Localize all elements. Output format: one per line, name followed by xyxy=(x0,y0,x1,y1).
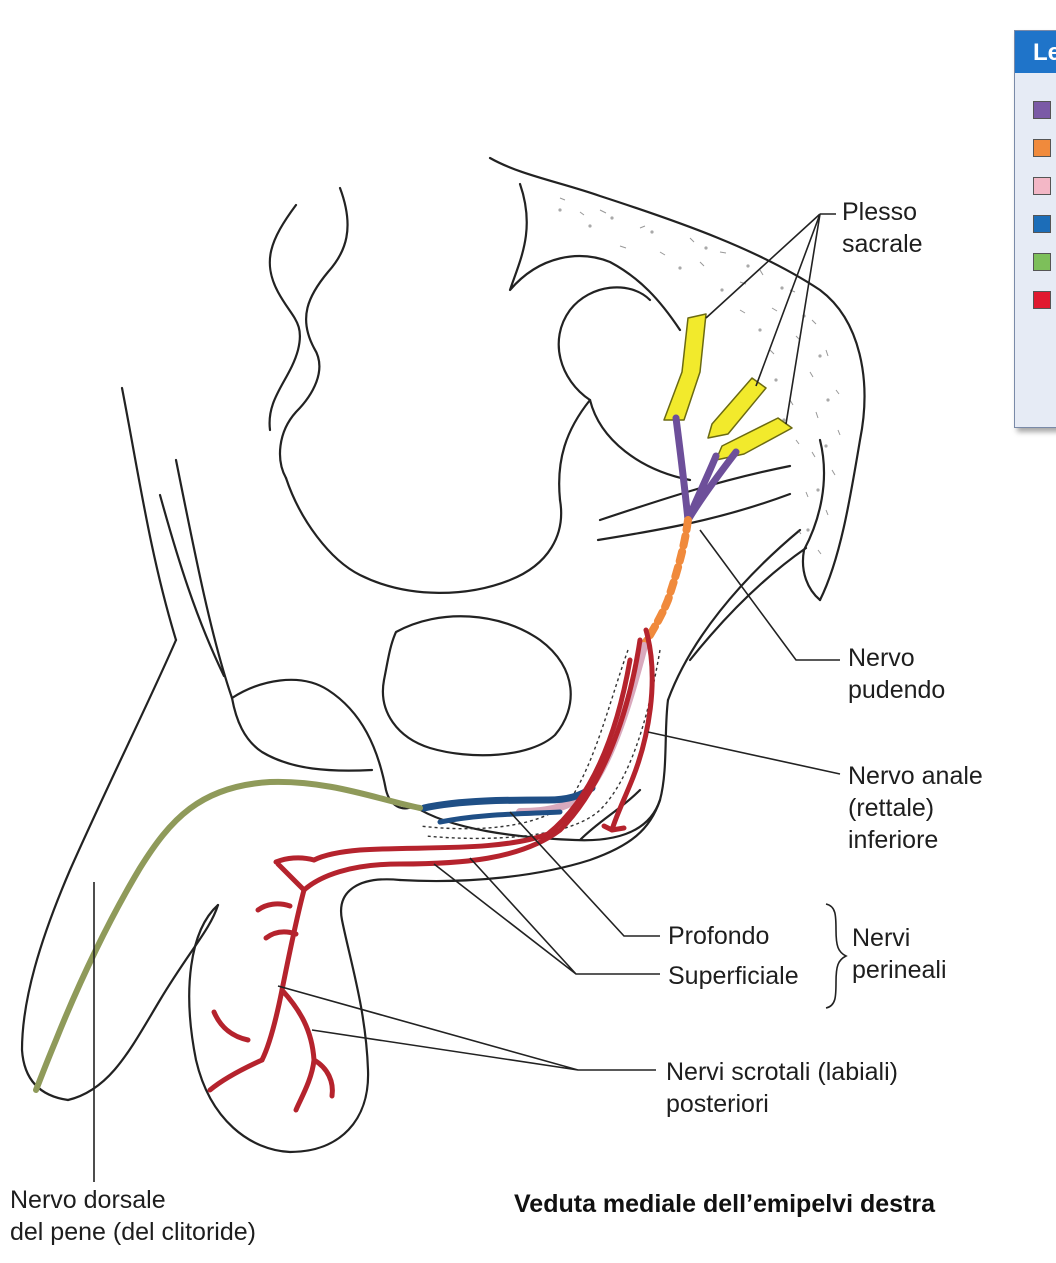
scrotal-branch-1 xyxy=(262,890,304,1060)
label-plesso-line2: sacrale xyxy=(842,228,923,260)
sacral-plexus-roots xyxy=(664,314,792,460)
sacrum-anterior-outline xyxy=(510,184,680,330)
penis-ventral-outline xyxy=(68,905,218,1100)
pudendal-root-1 xyxy=(676,418,688,520)
label-plesso-line1: Plesso xyxy=(842,196,923,228)
penis-dorsal-outline xyxy=(22,640,176,1100)
label-superficiale: Superficiale xyxy=(668,960,799,992)
leader-nervo-pudendo xyxy=(700,530,840,660)
legend-swatch-pink xyxy=(1033,177,1051,195)
label-profondo: Profondo xyxy=(668,920,769,952)
leader-plesso-sacrale xyxy=(706,214,836,424)
legend-swatch-green xyxy=(1033,253,1051,271)
label-dorsale-line2: del pene (del clitoride) xyxy=(10,1216,256,1248)
figure-caption: Veduta mediale dell’emipelvi destra xyxy=(514,1190,935,1219)
label-pudendo-line2: pudendo xyxy=(848,674,945,706)
scrotal-branch-2 xyxy=(282,990,314,1110)
label-pudendo-line1: Nervo xyxy=(848,642,945,674)
legend-swatch-orange xyxy=(1033,139,1051,157)
label-scrotali-line1: Nervi scrotali (labiali) xyxy=(666,1056,898,1088)
iliac-crest-line xyxy=(270,205,300,430)
sacral-root-s2 xyxy=(664,314,706,420)
label-dorsale-line1: Nervo dorsale xyxy=(10,1184,256,1216)
legend-box: Le xyxy=(1014,30,1056,428)
coccyx-tip xyxy=(803,440,824,600)
label-anale-line3: inferiore xyxy=(848,824,983,856)
label-anale-line1: Nervo anale xyxy=(848,760,983,792)
label-nervi-scrotali: Nervi scrotali (labiali) posteriori xyxy=(666,1056,898,1120)
scrotal-branch-5 xyxy=(314,1060,332,1096)
label-plesso-sacrale: Plesso sacrale xyxy=(842,196,923,260)
superficial-perineal-second xyxy=(314,660,630,860)
label-anale-line2: (rettale) xyxy=(848,792,983,824)
scrotal-branch-4 xyxy=(214,1012,248,1040)
superficial-perineal-nerves xyxy=(210,640,640,1110)
legend-header: Le xyxy=(1015,31,1056,73)
obturator-foramen xyxy=(383,616,571,755)
perineal-brace xyxy=(826,904,846,1008)
label-perineali-line1: Nervi xyxy=(852,922,947,954)
superficial-side-twigs xyxy=(258,904,296,938)
leader-nervi-scrotali xyxy=(278,986,656,1070)
legend-swatch-purple xyxy=(1033,101,1051,119)
pelvic-wall-line xyxy=(280,188,348,478)
acetabulum-line xyxy=(559,287,650,500)
label-perineali-line2: perineali xyxy=(852,954,947,986)
label-nervo-dorsale: Nervo dorsale del pene (del clitoride) xyxy=(10,1184,256,1248)
pubic-body xyxy=(232,680,414,808)
label-nervo-pudendo: Nervo pudendo xyxy=(848,642,945,706)
perineal-nerve-trunk xyxy=(520,646,644,812)
pudendal-canal-segment xyxy=(644,520,688,646)
legend-swatch-blue xyxy=(1033,215,1051,233)
sacrotuberous-ligament xyxy=(668,530,806,700)
label-scrotali-line2: posteriori xyxy=(666,1088,898,1120)
label-nervo-anale: Nervo anale (rettale) inferiore xyxy=(848,760,983,856)
legend-swatch-red xyxy=(1033,291,1051,309)
thigh-outline-left xyxy=(122,388,176,640)
label-nervi-perineali: Nervi perineali xyxy=(852,922,947,986)
ischial-ramus-upper xyxy=(286,478,561,593)
scrotal-branch-3 xyxy=(210,1060,262,1090)
leader-superficiale xyxy=(434,858,660,974)
body-outlines xyxy=(22,158,864,1152)
adductor-line xyxy=(160,495,224,676)
leader-nervo-anale xyxy=(648,732,840,774)
leader-lines xyxy=(94,214,846,1182)
